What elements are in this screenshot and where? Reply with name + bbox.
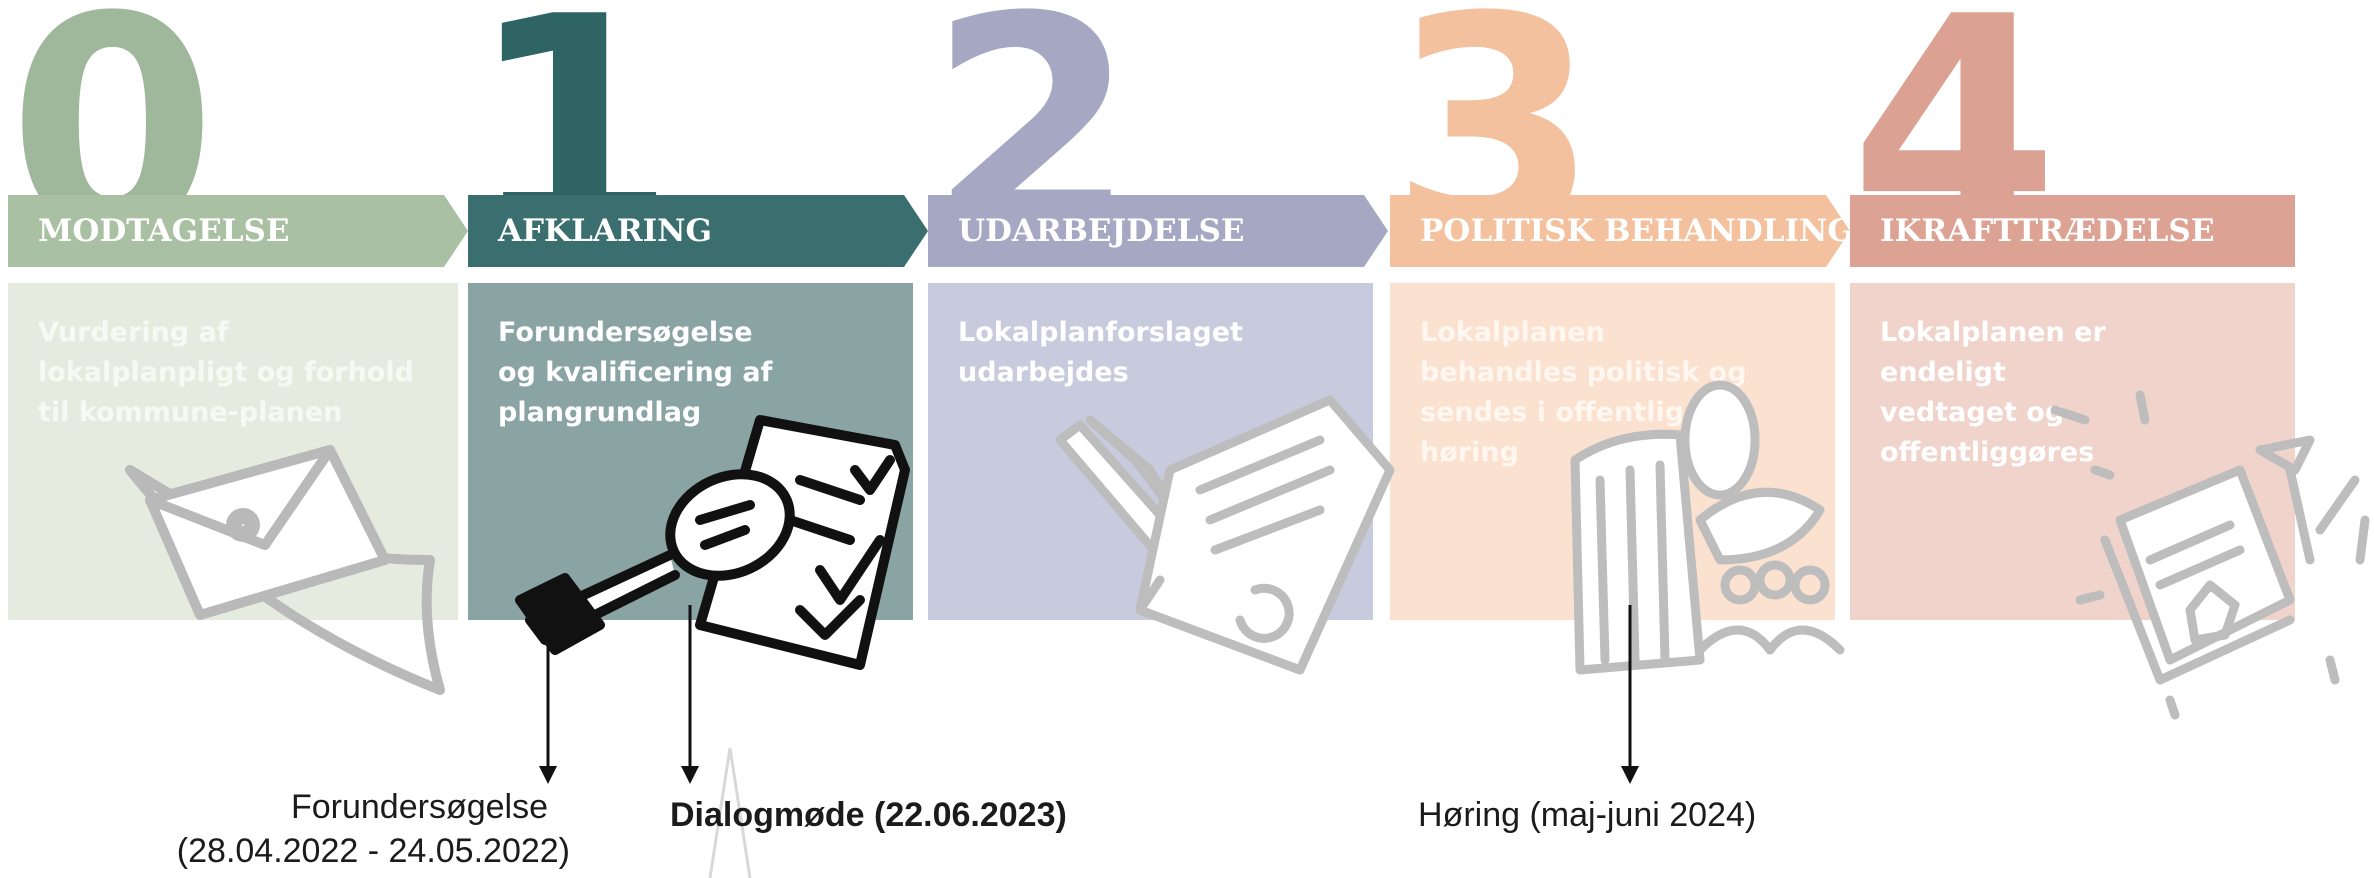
- stage-1-box: Forundersøgelse og kvalificering af plan…: [468, 283, 913, 620]
- stage-4-title: IKRAFTTRÆDELSE: [1880, 213, 2215, 249]
- stage-1-band: AFKLARING: [468, 195, 928, 267]
- stage-2-title: UDARBEJDELSE: [958, 213, 1245, 249]
- stage-2-description: Lokalplanforslaget udarbejdes: [958, 317, 1243, 388]
- stage-0-title: MODTAGELSE: [38, 213, 290, 249]
- stage-2-box: Lokalplanforslaget udarbejdes: [928, 283, 1373, 620]
- stage-1-title: AFKLARING: [498, 213, 712, 249]
- annotation-forundersogelse-line1: Forundersøgelse: [290, 788, 548, 826]
- stage-4-band: IKRAFTTRÆDELSE: [1850, 195, 2295, 267]
- stage-2-band: UDARBEJDELSE: [928, 195, 1388, 267]
- annotation-dialogmode: Dialogmøde (22.06.2023): [670, 796, 1067, 834]
- annotation-forundersogelse: Forundersøgelse (28.04.2022 - 24.05.2022…: [120, 785, 570, 873]
- stage-3-box: Lokalplanen behandles politisk og sendes…: [1390, 283, 1835, 620]
- stage-4-description: Lokalplanen er endeligt vedtaget og offe…: [1880, 317, 2106, 468]
- stage-0-box: Vurdering af lokalplanpligt og forhold t…: [8, 283, 458, 620]
- stage-3-band: POLITISK BEHANDLING: [1390, 195, 1850, 267]
- stage-0-band: MODTAGELSE: [8, 195, 468, 267]
- stage-3-description: Lokalplanen behandles politisk og sendes…: [1420, 317, 1747, 468]
- stage-4-box: Lokalplanen er endeligt vedtaget og offe…: [1850, 283, 2295, 620]
- stage-3-title: POLITISK BEHANDLING: [1420, 213, 1854, 249]
- stage-0-description: Vurdering af lokalplanpligt og forhold t…: [38, 317, 414, 428]
- stage-1-description: Forundersøgelse og kvalificering af plan…: [498, 317, 773, 428]
- annotation-forundersogelse-line2: (28.04.2022 - 24.05.2022): [176, 832, 570, 870]
- annotation-horing: Høring (maj-juni 2024): [1418, 796, 1757, 834]
